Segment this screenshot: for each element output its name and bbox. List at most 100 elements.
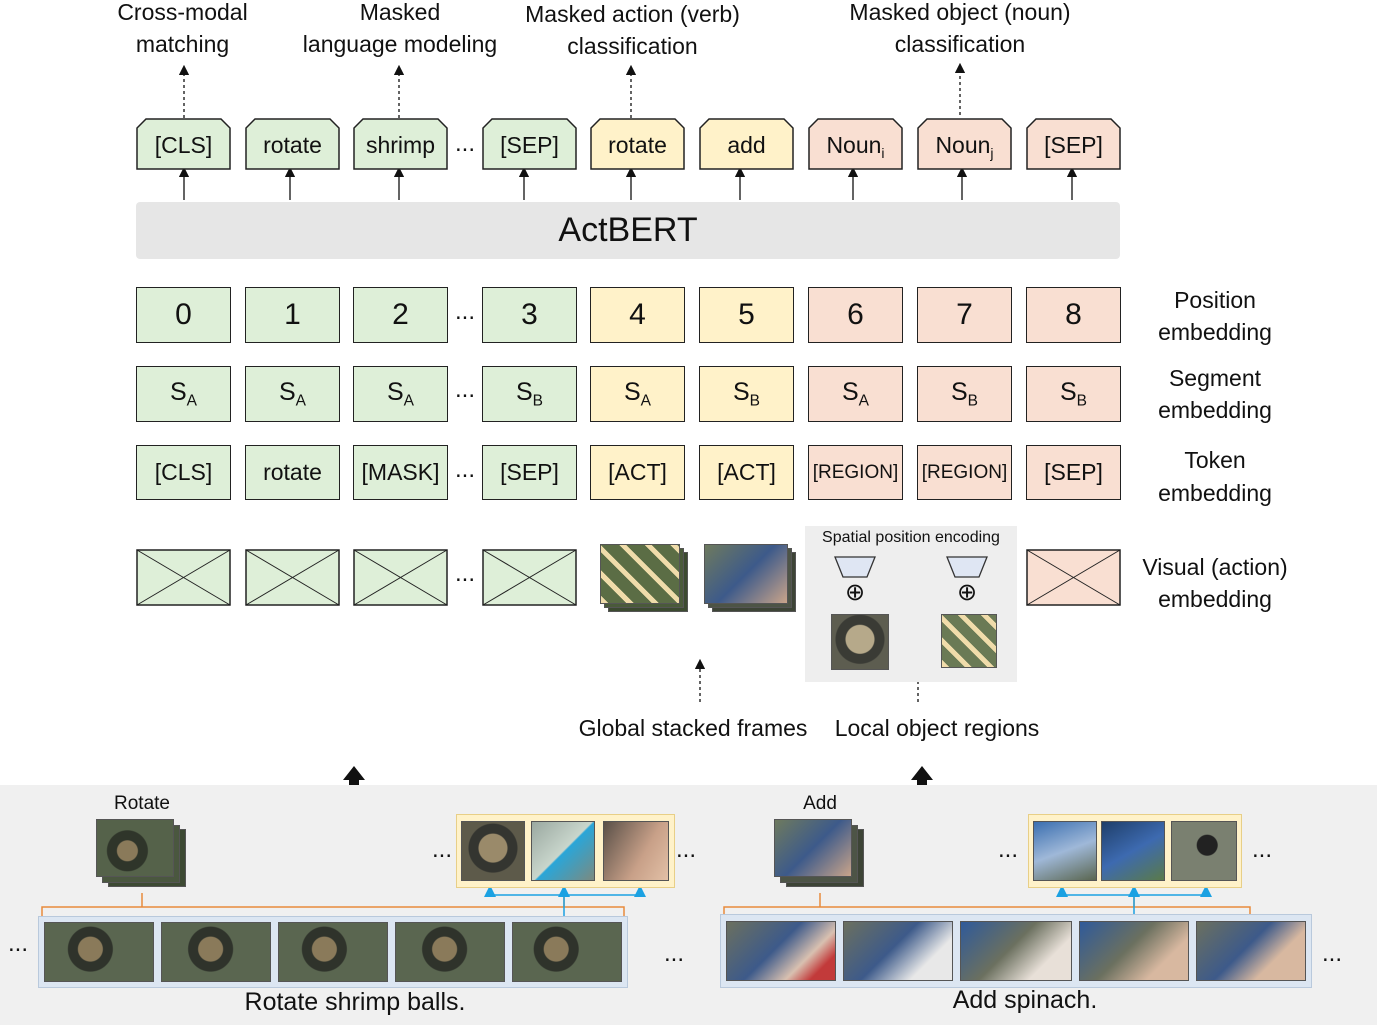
head-cross-modal-line2: matching [135,31,230,57]
segment-embedding-box: SA [245,366,340,422]
token-embedding-box: rotate [245,445,340,500]
token-embedding-box: [ACT] [699,445,794,500]
output-token-label: shrimp [365,132,435,158]
spatial-encoder-left-icon [834,556,876,578]
output-token: [SEP] [482,118,577,170]
global-frames-stack-add [702,542,798,614]
output-token: shrimp [353,118,448,170]
spatial-encoding-panel: Spatial position encoding ⊕ ⊕ [805,526,1017,682]
position-embedding-box: 4 [590,287,685,343]
output-token-label: [CLS] [154,132,213,158]
label-segment-1: Segment [1168,365,1262,391]
spatial-encoding-label: Spatial position encoding [822,529,1000,546]
clip1-regions-ellipsis-right: ... [676,836,697,863]
output-token: Nounj [917,118,1012,170]
segment-embedding-box: SA [590,366,685,422]
segment-embedding-box: SB [1026,366,1121,422]
clip1-regions-ellipsis-left: ... [432,836,453,863]
output-token-label: rotate [608,132,667,158]
label-position-1: Position [1174,287,1256,313]
output-token-label: [SEP] [1044,132,1103,158]
clip2-frames-ellipsis-right: ... [1322,940,1343,967]
clip1-frames-ellipsis-right: ... [664,940,685,967]
clip1-caption: Rotate shrimp balls. [244,988,466,1016]
ellipsis-position: ... [455,298,476,325]
head-object-line1: Masked object (noun) [849,0,1071,25]
head-cross-modal-line1: Cross-modal [117,0,248,25]
output-token: add [699,118,794,170]
token-embedding-box: [MASK] [353,445,448,500]
position-embedding-box: 7 [917,287,1012,343]
segment-embedding-box: SA [136,366,231,422]
clip2-stacked-frames [770,817,870,891]
visual-embedding-placeholder [136,549,231,606]
visual-embedding-placeholder [245,549,340,606]
position-embedding-box: 3 [482,287,577,343]
label-position-2: embedding [1158,319,1272,345]
actbert-model-bar: ActBERT [136,202,1120,259]
clip2-regions-ellipsis-left: ... [998,836,1019,863]
head-mlm-line1: Masked [359,0,441,25]
label-token-1: Token [1184,447,1246,473]
segment-embedding-box: SA [353,366,448,422]
position-embedding-box: 0 [136,287,231,343]
token-embedding-box: [SEP] [482,445,577,500]
head-object-line2: classification [894,31,1026,57]
clip1-verb-label: Rotate [114,793,170,814]
global-frames-stack-rotate [598,542,690,614]
ellipsis-visual: ... [455,560,476,587]
position-embedding-box: 6 [808,287,903,343]
object-region-net-image [941,614,997,668]
clip1-frame-strip [38,916,628,988]
global-stacked-frames-label: Global stacked frames [578,715,808,741]
output-token: Nouni [808,118,903,170]
token-embedding-box: [CLS] [136,445,231,500]
output-token: rotate [590,118,685,170]
output-token-label: Nounj [935,132,994,161]
output-token: [SEP] [1026,118,1121,170]
spatial-encoder-right-icon [946,556,988,578]
output-token-label: [SEP] [500,132,559,158]
object-region-pot-image [831,614,889,670]
position-embedding-box: 8 [1026,287,1121,343]
clip2-verb-label: Add [803,793,837,814]
local-object-regions-label: Local object regions [834,715,1040,741]
visual-embedding-placeholder [353,549,448,606]
oplus-right-icon: ⊕ [957,579,978,606]
label-token-2: embedding [1158,480,1272,506]
clip2-caption: Add spinach. [952,986,1098,1014]
visual-embedding-placeholder [1026,549,1121,606]
segment-embedding-box: SA [808,366,903,422]
position-embedding-box: 5 [699,287,794,343]
segment-embedding-box: SB [482,366,577,422]
token-embedding-box: [REGION] [917,445,1012,500]
label-segment-2: embedding [1158,397,1272,423]
segment-embedding-box: SB [699,366,794,422]
segment-embedding-box: SB [917,366,1012,422]
token-embedding-box: [ACT] [590,445,685,500]
label-visual-1: Visual (action) [1142,554,1288,580]
ellipsis-segment: ... [455,376,476,403]
oplus-left-icon: ⊕ [845,579,866,606]
clip2-frame-strip [720,914,1312,988]
head-action-line2: classification [567,33,698,59]
ellipsis-token: ... [455,456,476,483]
ellipsis-output: ... [455,130,476,157]
output-token: [CLS] [136,118,231,170]
output-token-label: Nouni [826,132,885,161]
clip2-object-regions [1028,814,1242,888]
token-embedding-box: [SEP] [1026,445,1121,500]
token-embedding-box: [REGION] [808,445,903,500]
clip1-frames-ellipsis-left: ... [8,930,29,957]
output-token-label: rotate [263,132,322,158]
clip2-regions-ellipsis-right: ... [1252,836,1273,863]
head-mlm-line2: language modeling [302,31,498,57]
visual-embedding-placeholder [482,549,577,606]
position-embedding-box: 1 [245,287,340,343]
head-action-line1: Masked action (verb) [525,1,740,27]
output-token: rotate [245,118,340,170]
position-embedding-box: 2 [353,287,448,343]
clip1-object-regions [456,814,675,888]
output-token-label: add [727,132,766,158]
